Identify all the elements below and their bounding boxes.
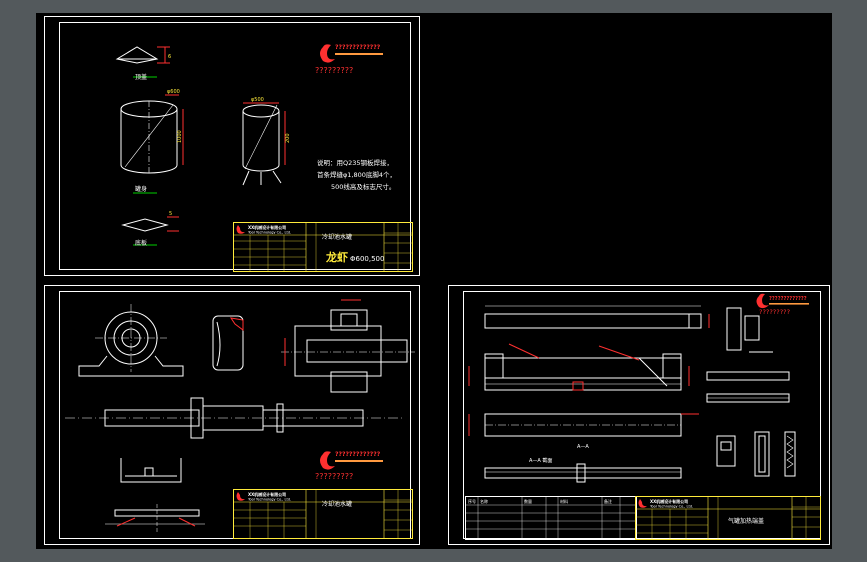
svg-text:A—A: A—A (577, 444, 589, 450)
note-line-1: 说明：用Q235钢板焊接， (317, 158, 393, 167)
note-line-3: 500线高及标志尺寸。 (331, 182, 395, 191)
bracket-view (120, 458, 182, 483)
svg-text:1000: 1000 (177, 130, 183, 143)
svg-text:?????????????: ????????????? (335, 451, 381, 458)
drawing-sheet-bearing[interactable]: ????????????? ????????? (44, 285, 420, 545)
drawing-sheet-tank[interactable]: 6 顶盖 φ600 1000 罐身 (44, 16, 420, 276)
svg-text:气罐加热端盖: 气罐加热端盖 (728, 517, 764, 525)
sheet-border (59, 22, 411, 270)
svg-text:材料: 材料 (560, 498, 568, 504)
svg-text:Tool Technology Co., Ltd.: Tool Technology Co., Ltd. (649, 505, 693, 509)
frame-view (468, 343, 690, 391)
svg-text:冷却池水罐: 冷却池水罐 (322, 500, 352, 508)
title-block-1[interactable]: XX机械设计有限公司 Tool Technology Co., Ltd. 冷却池… (233, 222, 413, 272)
bottom-bar-view: A—A 截面 (484, 457, 682, 483)
svg-text:XX机械设计有限公司: XX机械设计有限公司 (650, 498, 688, 504)
svg-text:φ500: φ500 (251, 97, 264, 103)
svg-text:XX机械设计有限公司: XX机械设计有限公司 (248, 491, 286, 497)
long-shaft-view (65, 397, 405, 439)
tank-drawing: 6 顶盖 φ600 1000 罐身 (115, 44, 396, 247)
company-logo: ????????????? (320, 44, 383, 63)
svg-text:备注: 备注 (604, 498, 612, 504)
shaft-section-view (281, 299, 415, 393)
tank-body-view: φ600 1000 罐身 (120, 89, 184, 194)
base-plate-view (105, 504, 205, 532)
svg-text:?????????????: ????????????? (769, 296, 807, 302)
note-line-2: 首条焊缝φ1,800底脚4个， (317, 170, 396, 179)
svg-text:冷却池水罐: 冷却池水罐 (322, 233, 352, 241)
pillow-block-view (78, 304, 184, 377)
svg-text:名称: 名称 (480, 498, 488, 504)
company-logo: ????????????? (756, 293, 809, 309)
svg-text:Tool Technology Co., Ltd.: Tool Technology Co., Ltd. (247, 231, 291, 235)
tank-with-legs-view: φ500 200 (242, 97, 291, 186)
svg-text:5: 5 (169, 211, 172, 217)
svg-text:200: 200 (285, 133, 291, 143)
title-block-2[interactable]: XX机械设计有限公司 Tool Technology Co., Ltd. 冷却池… (233, 489, 413, 539)
bottom-plate-view: 5 底板 (121, 211, 179, 247)
logo-subtitle: ????????? (315, 66, 353, 75)
title-block-3[interactable]: XX机械设计有限公司 Tool Technology Co., Ltd. 气罐加… (635, 496, 821, 540)
svg-text:6: 6 (168, 54, 171, 60)
cad-drawing-canvas[interactable]: 6 顶盖 φ600 1000 罐身 (36, 13, 832, 549)
assembly-drawing: A—A A—A 截面 (468, 293, 809, 483)
svg-text:序号: 序号 (468, 498, 476, 504)
bearing-drawing: ????????????? ????????? (65, 299, 415, 532)
svg-text:φ600: φ600 (167, 89, 180, 95)
top-bar-view (484, 305, 710, 329)
mid-bar-view: A—A (468, 413, 699, 450)
cap-view: 6 顶盖 (115, 46, 171, 81)
drawing-sheet-assembly[interactable]: A—A A—A 截面 (448, 285, 830, 545)
tank-body-label: 罐身 (135, 185, 147, 193)
svg-text:?????????????: ????????????? (335, 44, 381, 51)
bushing-view (212, 315, 244, 371)
sheet-border (463, 291, 821, 539)
svg-text:Tool Technology Co., Ltd.: Tool Technology Co., Ltd. (247, 498, 291, 502)
svg-text:数量: 数量 (524, 498, 532, 504)
cap-label: 顶盖 (135, 73, 147, 81)
bottom-plate-label: 底板 (135, 239, 147, 247)
svg-text:龙虾: 龙虾 (325, 250, 348, 264)
svg-text:Φ600,500: Φ600,500 (350, 255, 384, 263)
parts-list-table[interactable]: 名称 数量 材料 备注 序号 (465, 496, 637, 540)
logo-subtitle: ????????? (315, 472, 353, 481)
logo-subtitle: ????????? (759, 308, 790, 316)
svg-text:XX机械设计有限公司: XX机械设计有限公司 (248, 224, 286, 230)
right-parts-view (706, 307, 796, 477)
company-logo: ????????????? (320, 451, 383, 470)
svg-text:A—A 截面: A—A 截面 (529, 457, 552, 464)
